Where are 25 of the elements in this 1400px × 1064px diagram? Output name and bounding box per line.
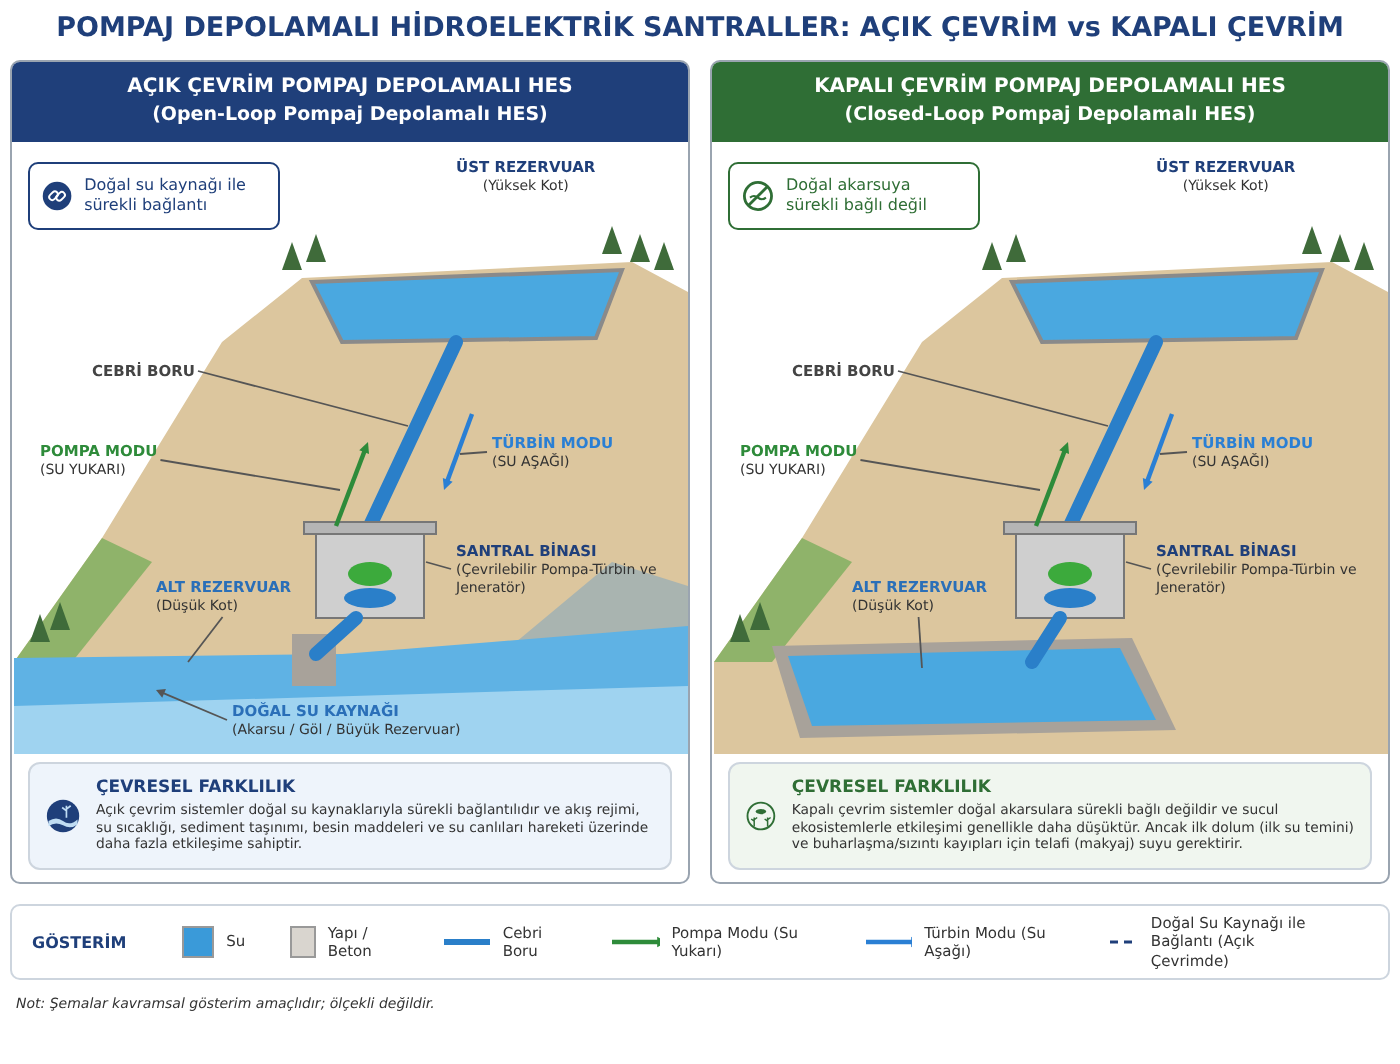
leader-line [1159, 451, 1188, 455]
leader-line [459, 451, 488, 455]
info-badge [28, 162, 280, 230]
badge-text: Doğal su kaynağı ile sürekli bağlantı [84, 176, 248, 216]
leader-line [187, 616, 224, 663]
info-card [28, 762, 672, 870]
info-badge [728, 162, 980, 230]
card-heading: ÇEVRESEL FARKLILIK [96, 778, 298, 799]
pointer-arrow [156, 689, 228, 721]
panel-title: KAPALI ÇEVRİM POMPAJ DEPOLAMALI HES [814, 74, 1286, 102]
panel-title: AÇIK ÇEVRİM POMPAJ DEPOLAMALI HES [127, 74, 573, 102]
panel-subtitle: (Open-Loop Pompaj Depolamalı HES) [152, 102, 548, 130]
page-title: POMPAJ DEPOLAMALI HİDROELEKTRİK SANTRALLER: AÇIK ÇEVRİM vs KAPALI ÇEVRİM [54, 12, 1346, 44]
leader-line [859, 459, 1041, 491]
leader-line [1125, 561, 1152, 570]
card-heading: ÇEVRESEL FARKLILIK [791, 778, 993, 799]
comparison-panel [710, 60, 1390, 884]
legend-heading: GÖSTERİM [32, 933, 127, 951]
leader-line [917, 616, 923, 669]
panel-subtitle: (Closed-Loop Pompaj Depolamalı HES) [844, 102, 1256, 130]
comparison-panel [10, 60, 690, 884]
badge-text: Doğal akarsuya sürekli bağlı değil [785, 176, 929, 216]
leader-line [159, 459, 341, 491]
leader-line [425, 561, 452, 570]
info-card [728, 762, 1372, 870]
